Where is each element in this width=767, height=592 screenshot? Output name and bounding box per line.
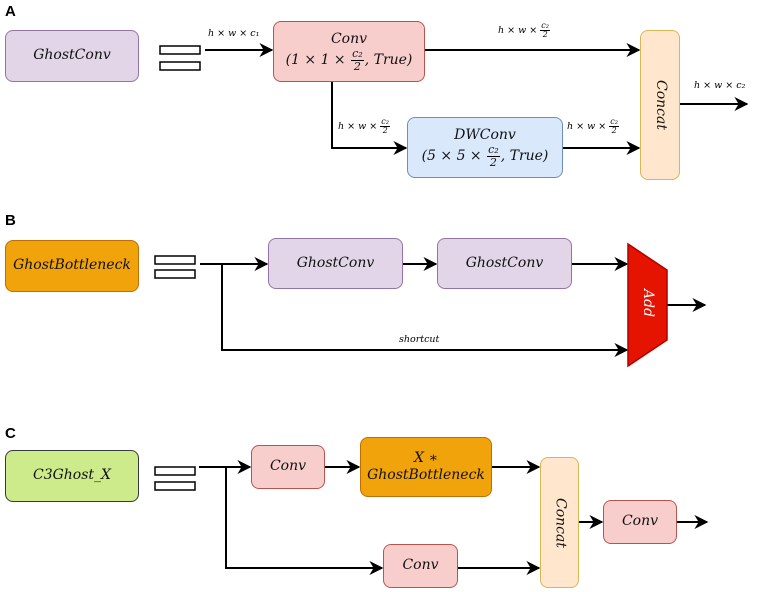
conv-block-title: Conv: [330, 30, 368, 47]
ghostconv-block-2: GhostConv: [437, 238, 572, 289]
concat-block-a: Concat: [640, 30, 680, 180]
conv-block-out-label: Conv: [621, 513, 659, 530]
conv-block-out: Conv: [603, 500, 677, 544]
concat-label-a: Concat: [652, 80, 669, 130]
add-label: Add: [640, 289, 656, 318]
dwconv-block-title: DWConv: [454, 126, 516, 143]
dim-label-output: h × w × c₂: [694, 80, 746, 91]
conv-block-c1-label: Conv: [269, 458, 307, 475]
ghostbottleneck-module-label: GhostBottleneck: [13, 257, 131, 274]
dim-label-input: h × w × c₁: [208, 28, 260, 39]
conv-block-c1: Conv: [251, 445, 325, 489]
conv-block-c2-label: Conv: [402, 557, 439, 574]
panel-label-c: C: [5, 425, 16, 442]
equivalence-symbol-b: [154, 255, 196, 279]
arrow-c-input-to-conv2: [225, 467, 384, 575]
arrow-conv-to-dwconv: [331, 82, 408, 155]
equivalence-symbol-a: [159, 45, 201, 71]
panel-label-b: B: [5, 212, 16, 229]
panel-label-a: A: [5, 3, 16, 20]
c3ghost-module-label: C3Ghost_X: [32, 467, 112, 484]
ghostbottleneck-block-label: GhostBottleneck: [367, 467, 485, 483]
ghostconv-block-1-label: GhostConv: [296, 254, 375, 271]
add-node: [627, 242, 668, 368]
c3ghost-module: C3Ghost_X: [5, 450, 139, 502]
concat-label-c: Concat: [552, 497, 569, 548]
ghostconv-module-label: GhostConv: [33, 47, 111, 64]
ghostbottleneck-block: X ∗ GhostBottleneck: [360, 437, 492, 497]
ghostbottleneck-module: GhostBottleneck: [5, 240, 139, 292]
conv-block-c2: Conv: [383, 544, 458, 588]
equivalence-symbol-c: [154, 466, 196, 491]
arrow-shortcut: [221, 264, 629, 357]
ghostconv-block-1: GhostConv: [268, 238, 403, 289]
ghostconv-module: GhostConv: [5, 30, 139, 82]
ghostconv-block-2-label: GhostConv: [465, 254, 544, 271]
shortcut-label: shortcut: [399, 334, 440, 345]
ghostbottleneck-repeat-label: X ∗: [414, 449, 438, 466]
concat-block-c: Concat: [540, 457, 579, 588]
